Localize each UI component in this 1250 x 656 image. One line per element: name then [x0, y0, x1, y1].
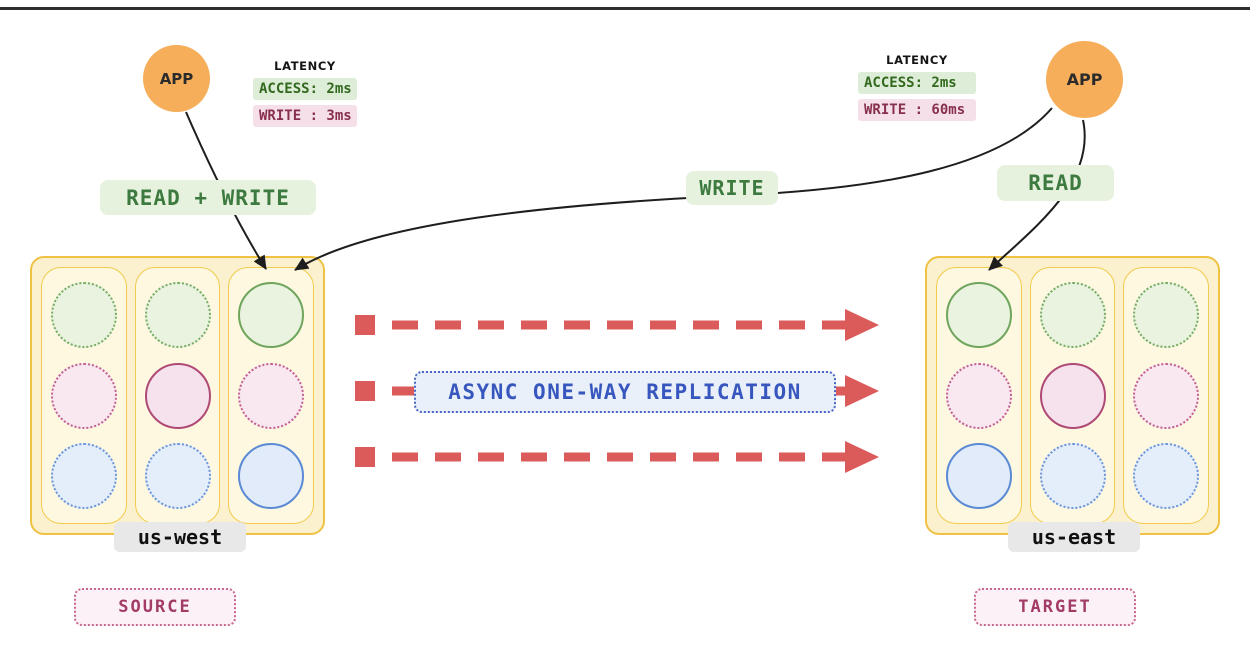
latency-access-value: ACCESS: 2ms — [253, 78, 357, 100]
target-badge: TARGET — [974, 588, 1136, 626]
source-badge: SOURCE — [74, 588, 236, 626]
shard-circle — [1039, 282, 1106, 349]
read-label: READ — [997, 165, 1114, 201]
shard-circle — [238, 362, 305, 429]
shard-circle — [144, 362, 211, 429]
read-write-label: READ + WRITE — [100, 180, 316, 215]
latency-write-value: WRITE : 3ms — [253, 105, 357, 127]
shard-circle — [50, 442, 117, 509]
latency-title: LATENCY — [886, 53, 948, 67]
region-name-us-west: us-west — [114, 522, 246, 552]
latency-title: LATENCY — [274, 59, 336, 73]
top-divider — [0, 7, 1250, 10]
db-node — [1123, 267, 1210, 524]
shard-circle — [1133, 282, 1200, 349]
app-node-west: APP — [143, 45, 210, 112]
db-node — [1029, 267, 1116, 524]
app-node-east: APP — [1046, 41, 1123, 118]
latency-panel-west: LATENCY ACCESS: 2ms WRITE : 3ms — [253, 59, 357, 127]
shard-circle — [945, 282, 1012, 349]
region-name-us-east: us-east — [1008, 522, 1140, 552]
shard-circle — [1039, 442, 1106, 509]
shard-circle — [144, 282, 211, 349]
shard-circle — [144, 442, 211, 509]
shard-circle — [945, 442, 1012, 509]
db-node — [228, 267, 315, 524]
latency-write-value: WRITE : 60ms — [858, 99, 976, 121]
db-node — [936, 267, 1022, 524]
shard-circle — [50, 282, 117, 349]
latency-panel-east: LATENCY ACCESS: 2ms WRITE : 60ms — [858, 53, 976, 121]
east-app-write-connector — [294, 107, 1053, 271]
cluster-us-east — [925, 256, 1220, 535]
shard-circle — [945, 362, 1012, 429]
shard-circle — [238, 442, 305, 509]
write-label: WRITE — [686, 171, 778, 205]
replication-arrow-top — [355, 309, 879, 341]
cluster-us-west — [30, 256, 325, 535]
latency-access-value: ACCESS: 2ms — [858, 72, 976, 94]
shard-circle — [238, 282, 305, 349]
db-node — [134, 267, 221, 524]
async-replication-label: ASYNC ONE-WAY REPLICATION — [414, 371, 836, 413]
shard-circle — [1133, 362, 1200, 429]
replication-arrow-bottom — [355, 441, 879, 473]
shard-circle — [50, 362, 117, 429]
shard-circle — [1133, 442, 1200, 509]
shard-circle — [1039, 362, 1106, 429]
db-node — [41, 267, 127, 524]
